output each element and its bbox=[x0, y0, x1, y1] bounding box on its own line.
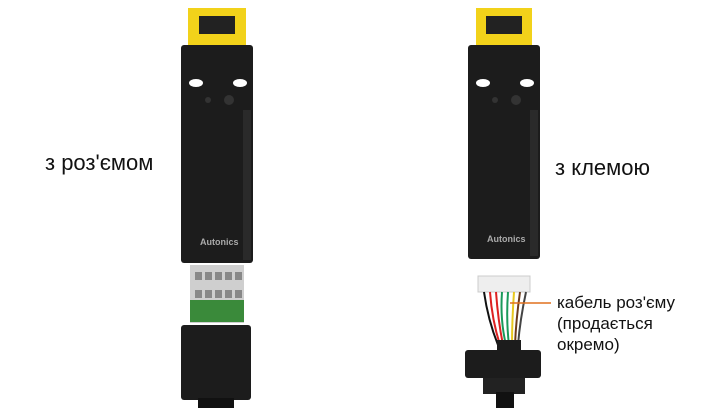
left-connector-housing bbox=[181, 325, 251, 400]
right-switch-device bbox=[465, 8, 541, 408]
right-brand-logo: Autonics bbox=[487, 234, 526, 244]
connector-variant-label: з роз'ємом bbox=[45, 150, 154, 175]
cable-boot bbox=[465, 350, 541, 378]
cable-wires bbox=[483, 291, 527, 346]
left-body bbox=[181, 45, 253, 263]
wire-connector bbox=[477, 275, 531, 293]
annotation-line-3: окремо) bbox=[557, 335, 620, 354]
annotation-line-2: (продається bbox=[557, 314, 653, 333]
annotation-line-1: кабель роз'єму bbox=[557, 293, 676, 312]
left-brand-logo: Autonics bbox=[200, 237, 239, 247]
terminal-variant-label: з клемою bbox=[555, 155, 651, 180]
cable-annotation: кабель роз'єму (продається окремо) bbox=[557, 292, 675, 355]
terminal-pcb bbox=[190, 300, 244, 322]
right-body bbox=[468, 45, 540, 259]
left-switch-device bbox=[181, 8, 253, 408]
